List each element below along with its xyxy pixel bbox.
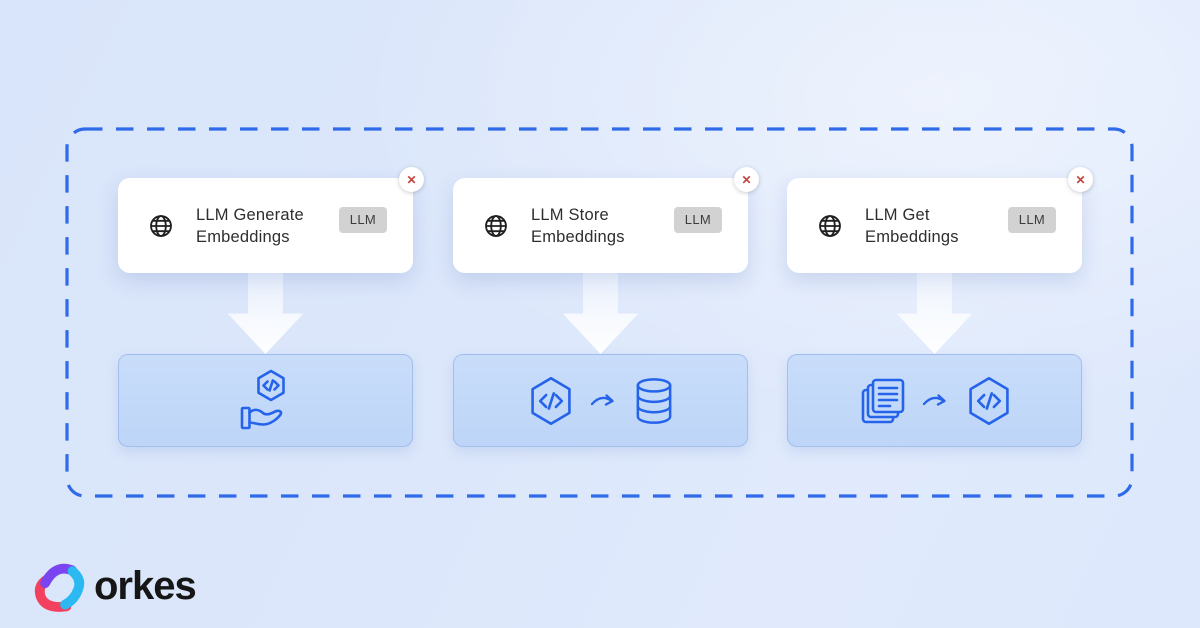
close-icon: ✕ [406, 172, 417, 187]
task-type-badge: LLM [673, 207, 722, 233]
task-type-badge: LLM [338, 207, 387, 233]
output-box-get [787, 354, 1082, 447]
task-card-generate-embeddings[interactable]: LLM Generate Embeddings LLM ✕ [118, 167, 424, 273]
code-hexagon-icon [525, 375, 577, 427]
brand-logo: orkes [33, 560, 197, 612]
curved-arrow-icon [589, 391, 619, 411]
task-card-get-embeddings[interactable]: LLM Get Embeddings LLM ✕ [787, 167, 1093, 273]
task-title: LLM Store Embeddings [531, 204, 625, 248]
task-title-line2: Embeddings [196, 227, 290, 246]
curved-arrow-icon [921, 391, 951, 411]
task-title-line1: LLM Store [531, 205, 609, 224]
output-box-generate [118, 354, 413, 447]
task-title-line1: LLM Generate [196, 205, 304, 224]
workflow-column-store: LLM Store Embeddings LLM ✕ [453, 167, 759, 447]
task-type-badge: LLM [1007, 207, 1056, 233]
globe-icon [483, 213, 509, 239]
down-arrow-icon [562, 273, 639, 354]
task-title-line1: LLM Get [865, 205, 930, 224]
output-box-store [453, 354, 748, 447]
close-icon: ✕ [741, 172, 752, 187]
close-button[interactable]: ✕ [399, 167, 424, 192]
globe-icon [148, 213, 174, 239]
hand-holding-code-icon [233, 368, 299, 434]
task-title: LLM Generate Embeddings [196, 204, 304, 248]
orkes-logo-icon [34, 563, 85, 612]
task-title-line2: Embeddings [865, 227, 959, 246]
down-arrow-icon [227, 273, 304, 354]
close-button[interactable]: ✕ [1068, 167, 1093, 192]
task-title-line2: Embeddings [531, 227, 625, 246]
task-title: LLM Get Embeddings [865, 204, 959, 248]
workflow-column-get: LLM Get Embeddings LLM ✕ [787, 167, 1093, 447]
workflow-column-generate: LLM Generate Embeddings LLM ✕ [118, 167, 424, 447]
brand-name: orkes [94, 563, 197, 608]
code-hexagon-icon [963, 375, 1015, 427]
database-icon [631, 376, 677, 426]
close-button[interactable]: ✕ [734, 167, 759, 192]
globe-icon [817, 213, 843, 239]
documents-stack-icon [855, 374, 909, 428]
close-icon: ✕ [1075, 172, 1086, 187]
task-card-store-embeddings[interactable]: LLM Store Embeddings LLM ✕ [453, 167, 759, 273]
down-arrow-icon [896, 273, 973, 354]
